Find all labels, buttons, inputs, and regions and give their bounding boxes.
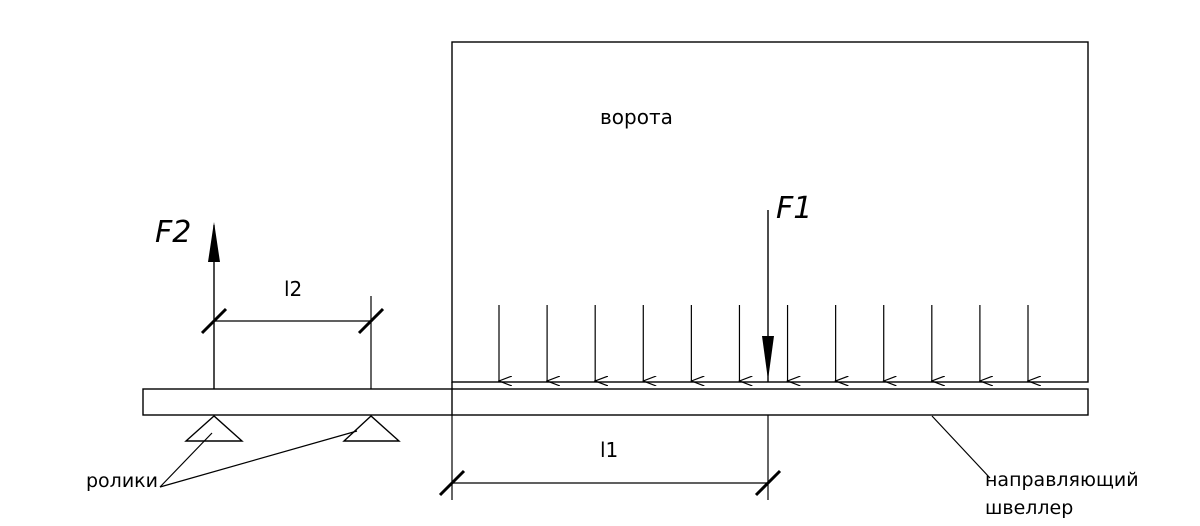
dim-l2-label: l2	[284, 277, 302, 301]
dim-l2-tick-right	[357, 307, 385, 335]
channel-label-line2: швеллер	[985, 497, 1073, 519]
dim-l1-tick-right	[754, 469, 782, 497]
guide-channel-beam	[142, 388, 1089, 416]
gate-frame	[451, 41, 1089, 383]
gate-label: ворота	[600, 105, 673, 129]
dim-l2-tick-left	[200, 307, 228, 335]
dim-l1-label: l1	[600, 438, 618, 462]
distributed-load	[499, 305, 1028, 381]
channel-leader	[931, 415, 991, 479]
rollers-leader-right	[159, 430, 358, 488]
force-f1-arrowhead	[762, 336, 774, 380]
force-f2-label: F2	[155, 215, 191, 250]
roller-support-right	[342, 415, 401, 442]
roller-support-left	[184, 415, 244, 442]
force-f2-arrowhead	[208, 222, 220, 262]
rollers-label: ролики	[86, 470, 158, 492]
rollers-leader-left	[159, 432, 213, 488]
force-f1-label: F1	[776, 191, 812, 226]
dim-l1-tick-left	[438, 469, 466, 497]
channel-label-line1: направляющий	[985, 469, 1139, 491]
